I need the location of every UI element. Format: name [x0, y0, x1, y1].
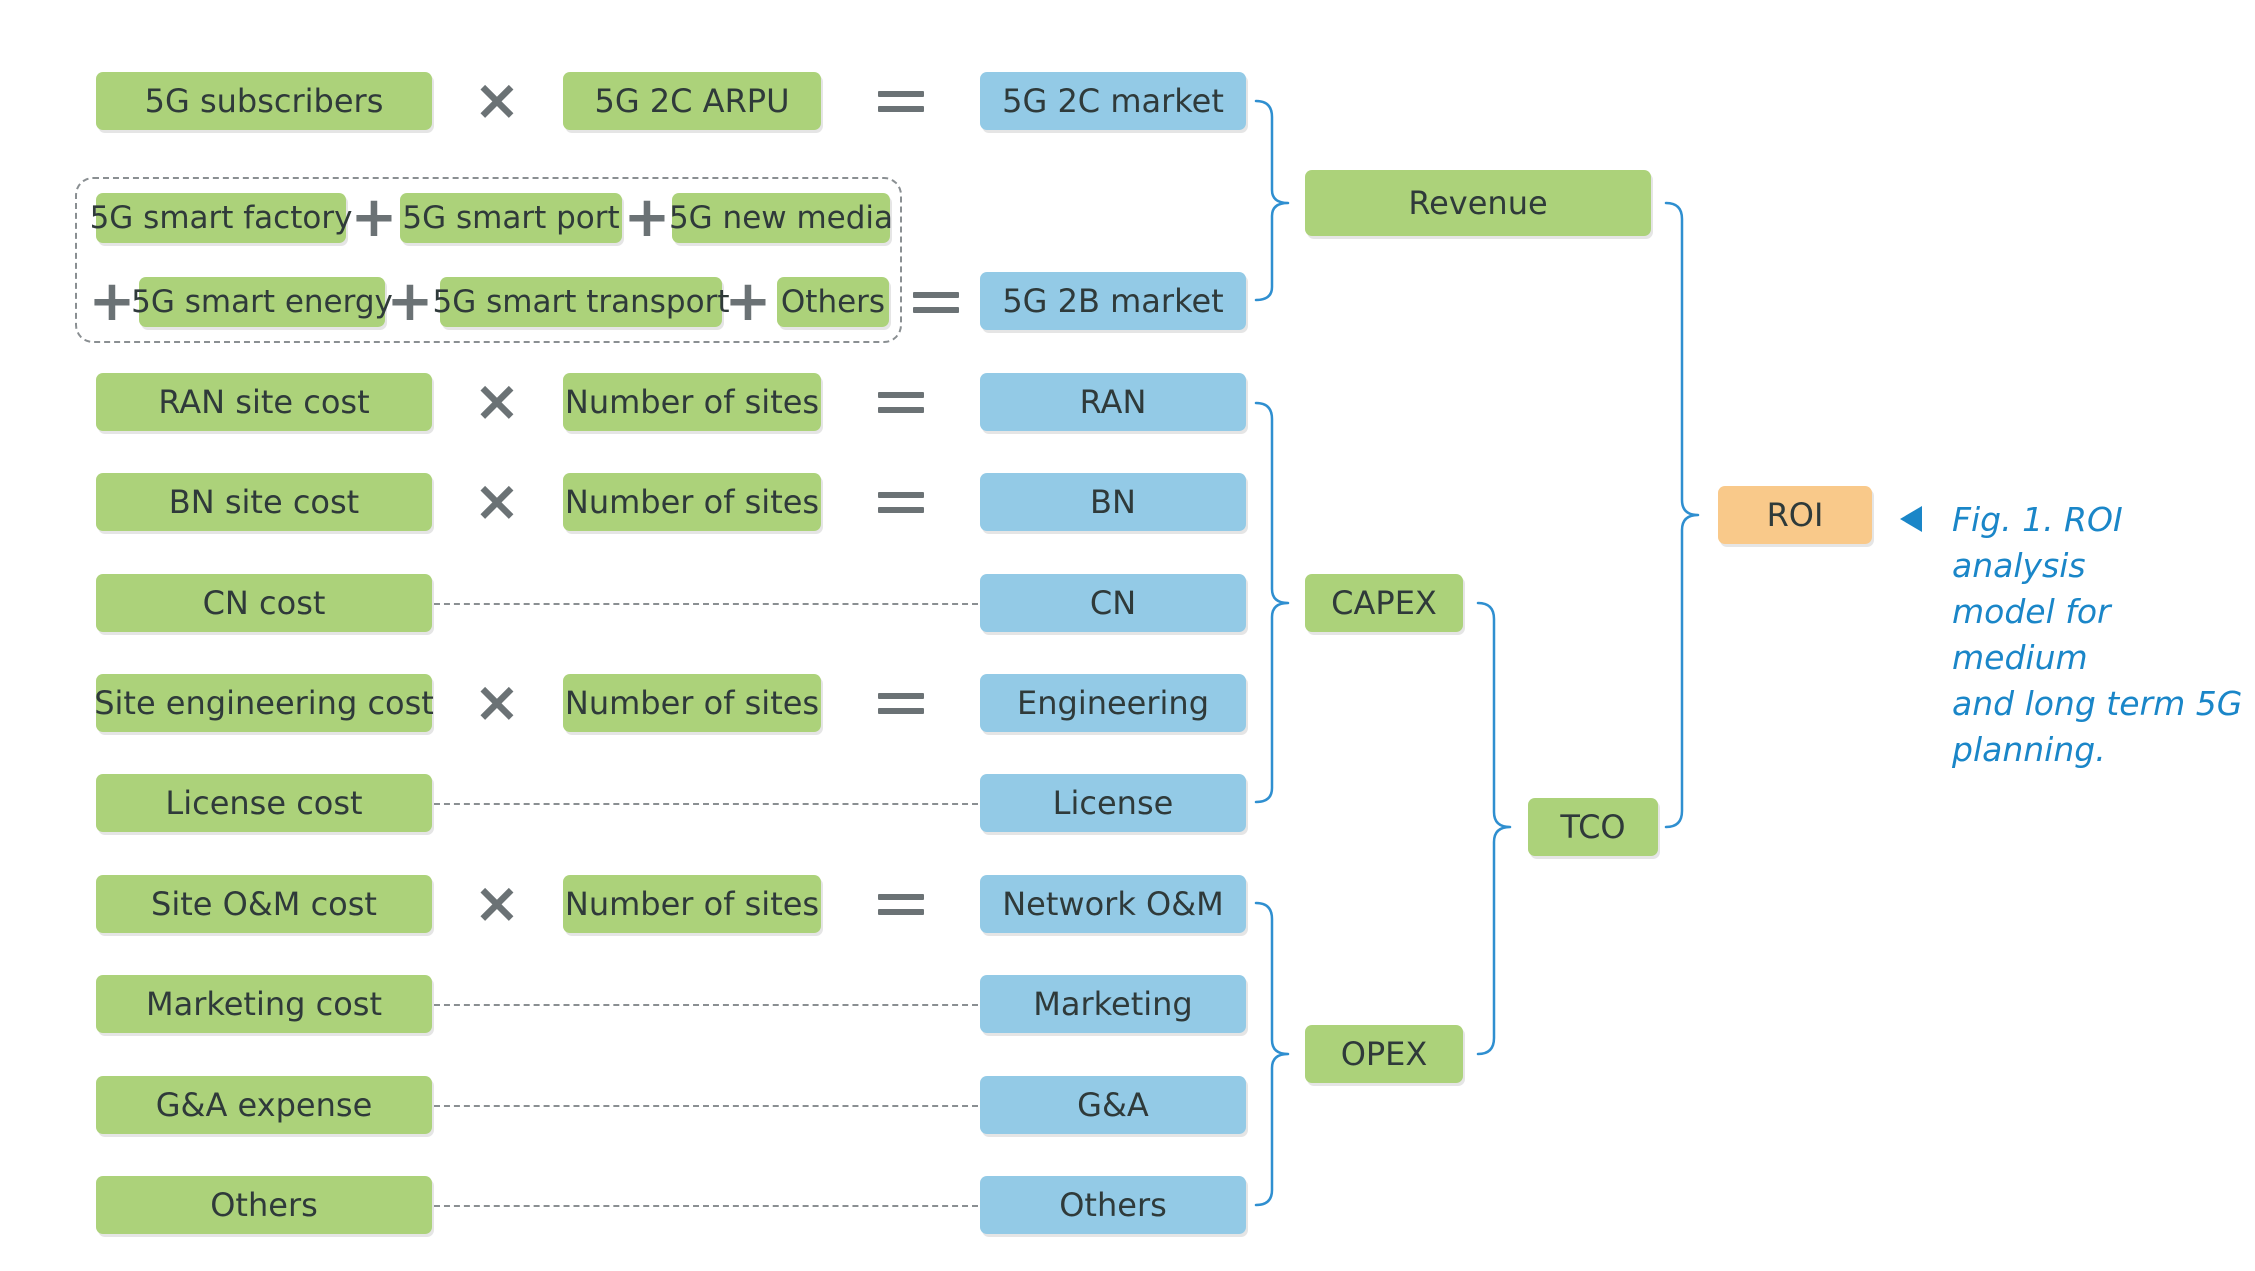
- equals-operator: [878, 392, 924, 414]
- roi-brace: [1664, 201, 1700, 829]
- equals-operator: [878, 492, 924, 514]
- site-engineering-cost-box: Site engineering cost: [94, 674, 434, 732]
- revenue-box: Revenue: [1305, 170, 1651, 236]
- caption-pointer-icon: [1900, 506, 1922, 532]
- times-operator: ×: [473, 469, 521, 534]
- others-2b-box: Others: [777, 277, 889, 327]
- equals-operator: [878, 91, 924, 113]
- opex-brace: [1254, 901, 1290, 1207]
- plus-operator: +: [350, 185, 398, 250]
- license-cost-box: License cost: [96, 774, 432, 832]
- plus-operator: +: [386, 269, 434, 334]
- market-2b-box: 5G 2B market: [980, 272, 1246, 330]
- arpu-box: 5G 2C ARPU: [563, 72, 821, 130]
- smart-energy-box: 5G smart energy: [131, 277, 393, 327]
- cn-cost-box: CN cost: [96, 574, 432, 632]
- subscribers-box: 5G subscribers: [96, 72, 432, 130]
- times-operator: ×: [473, 369, 521, 434]
- times-operator: ×: [473, 68, 521, 133]
- site-om-cost-box: Site O&M cost: [96, 875, 432, 933]
- number-of-sites-box: Number of sites: [563, 373, 821, 431]
- capex-box: CAPEX: [1305, 574, 1463, 632]
- license-box: License: [980, 774, 1246, 832]
- network-om-box: Network O&M: [980, 875, 1246, 933]
- figure-caption: Fig. 1. ROI analysis model for medium an…: [1952, 497, 2252, 773]
- plus-operator: +: [88, 269, 136, 334]
- others-cost-box: Others: [96, 1176, 432, 1234]
- dashed-connector: [434, 603, 978, 605]
- others-out-box: Others: [980, 1176, 1246, 1234]
- marketing-box: Marketing: [980, 975, 1246, 1033]
- opex-box: OPEX: [1305, 1025, 1463, 1083]
- times-operator: ×: [473, 670, 521, 735]
- equals-operator: [878, 693, 924, 715]
- 2b-segments-group: [75, 177, 902, 343]
- plus-operator: +: [623, 185, 671, 250]
- ga-box: G&A: [980, 1076, 1246, 1134]
- tco-box: TCO: [1528, 798, 1658, 856]
- ga-expense-box: G&A expense: [96, 1076, 432, 1134]
- equals-operator: [878, 894, 924, 916]
- smart-transport-box: 5G smart transport: [433, 277, 729, 327]
- tco-brace: [1476, 601, 1512, 1056]
- smart-factory-box: 5G smart factory: [90, 193, 352, 243]
- dashed-connector: [434, 1105, 978, 1107]
- smart-port-box: 5G smart port: [400, 193, 622, 243]
- bn-box: BN: [980, 473, 1246, 531]
- caption-line: and long term 5G: [1952, 684, 2243, 723]
- new-media-box: 5G new media: [669, 193, 893, 243]
- number-of-sites-box: Number of sites: [563, 674, 821, 732]
- revenue-brace: [1254, 99, 1290, 302]
- bn-site-cost-box: BN site cost: [96, 473, 432, 531]
- market-2c-box: 5G 2C market: [980, 72, 1246, 130]
- capex-brace: [1254, 401, 1290, 804]
- times-operator: ×: [473, 871, 521, 936]
- dashed-connector: [434, 1004, 978, 1006]
- ran-box: RAN: [980, 373, 1246, 431]
- cn-box: CN: [980, 574, 1246, 632]
- caption-line: Fig. 1. ROI analysis: [1952, 500, 2123, 585]
- number-of-sites-box: Number of sites: [563, 875, 821, 933]
- engineering-box: Engineering: [980, 674, 1246, 732]
- marketing-cost-box: Marketing cost: [96, 975, 432, 1033]
- roi-box: ROI: [1718, 486, 1872, 544]
- dashed-connector: [434, 1205, 978, 1207]
- caption-line: planning.: [1952, 730, 2106, 769]
- plus-operator: +: [724, 269, 772, 334]
- dashed-connector: [434, 803, 978, 805]
- ran-site-cost-box: RAN site cost: [96, 373, 432, 431]
- number-of-sites-box: Number of sites: [563, 473, 821, 531]
- equals-operator: [913, 292, 959, 314]
- caption-line: model for medium: [1952, 592, 2111, 677]
